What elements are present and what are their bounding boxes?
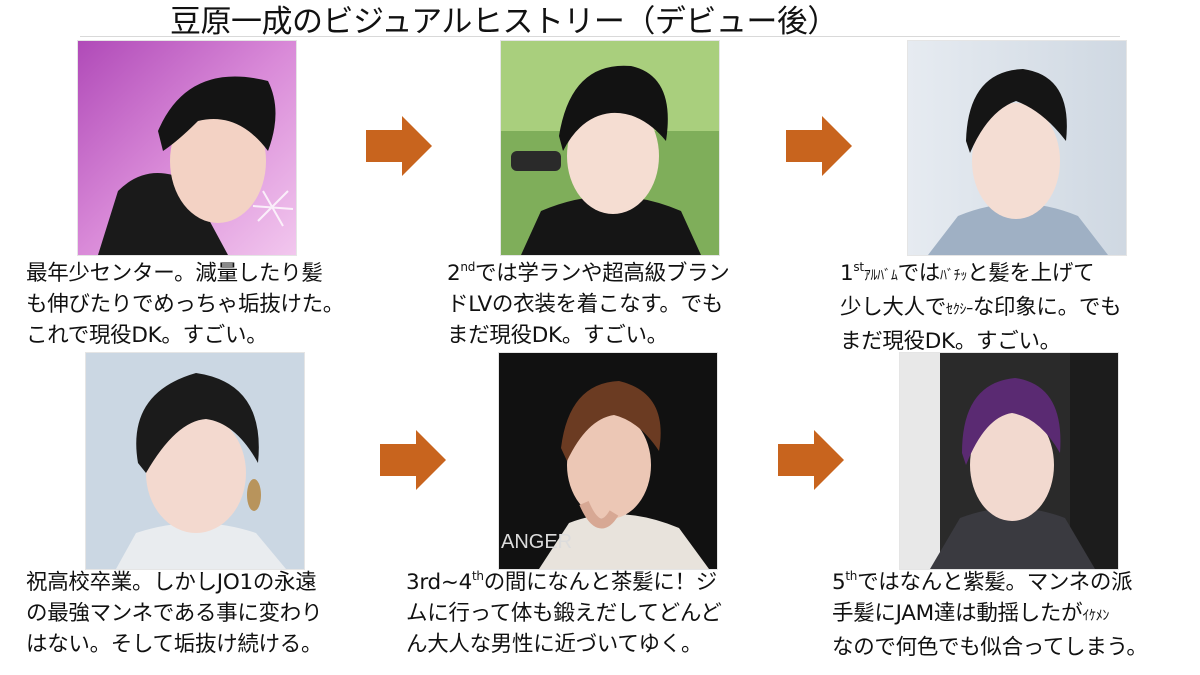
caption-first-album-era: 1stｱﾙﾊﾞﾑではﾊﾞﾁｯと髪を上げて 少し大人でｾｸｼｰな印象に。でも まだ… xyxy=(840,260,1122,354)
photo-gakuran-era xyxy=(500,40,720,256)
right-arrow-icon xyxy=(380,430,446,490)
header-divider xyxy=(80,36,1120,37)
right-arrow-icon xyxy=(786,116,852,176)
right-arrow-icon xyxy=(778,430,844,490)
photo-overlay-text: ANGER xyxy=(501,531,572,553)
caption-brown-hair-era: 3rd~4thの間になんと茶髪に！ジ ムに行って体も鍛えだしてどんど ん大人な男… xyxy=(406,569,722,657)
photo-purple-hair-era xyxy=(899,352,1119,570)
right-arrow-icon xyxy=(366,116,432,176)
photo-center-era xyxy=(77,40,297,256)
photo-graduation-era xyxy=(85,352,305,570)
photo-first-album-era xyxy=(907,40,1127,256)
page-title: 豆原一成のビジュアルヒストリー（デビュー後） xyxy=(170,4,838,40)
caption-center-era: 最年少センター。減量したり髪 も伸びたりでめっちゃ垢抜けた。 これで現役DK。す… xyxy=(26,261,345,348)
photo-brown-hair-era: ANGER xyxy=(498,352,718,570)
caption-gakuran-era: 2ndでは学ランや超高級ブラン ドLVの衣装を着こなす。でも まだ現役DK。すご… xyxy=(447,260,730,348)
caption-purple-hair-era: 5thではなんと紫髪。マンネの派 手髪にJAM達は動揺したがｲｹﾒﾝ なので何色… xyxy=(832,569,1148,660)
caption-graduation-era: 祝高校卒業。しかしJO1の永遠 の最強マンネである事に変わり はない。そして垢抜… xyxy=(26,570,323,657)
